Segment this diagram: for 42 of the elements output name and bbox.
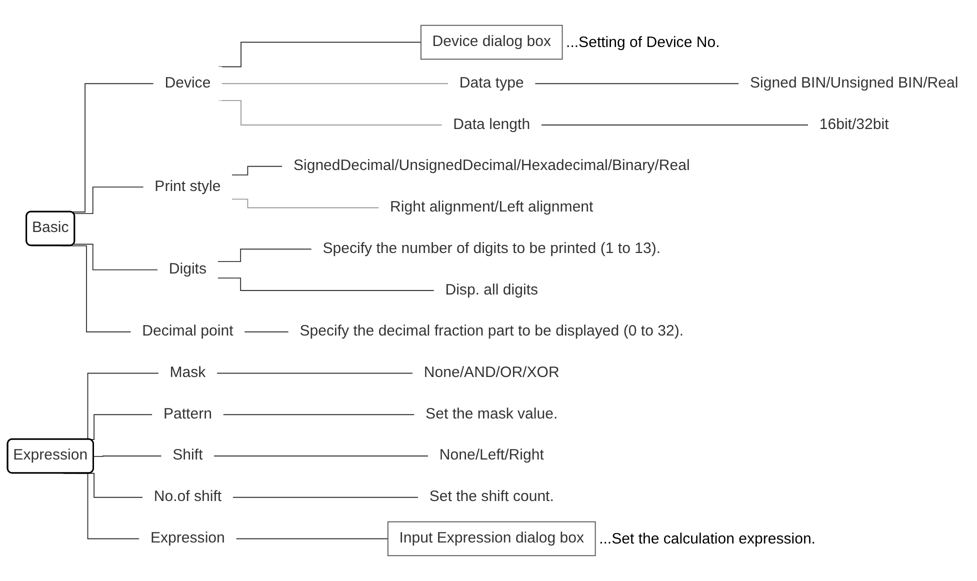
connector [534, 83, 740, 84]
node-text: SignedDecimal/UnsignedDecimal/Hexadecimal/Binary/Real [293, 158, 690, 174]
node-text: Signed BIN/Unsigned BIN/Real [750, 75, 958, 92]
connector [217, 248, 312, 262]
node-text: None/Left/Right [439, 448, 544, 464]
node-text: Disp. all digits [445, 282, 538, 298]
node-box: Input Expression dialog box [387, 521, 596, 556]
node-text: None/AND/OR/XOR [424, 364, 560, 381]
node-text: Data length [453, 116, 530, 133]
node-text: Expression [150, 530, 225, 546]
node-text: Device [164, 75, 211, 92]
node-text: Digits [168, 261, 207, 278]
connector [216, 372, 414, 374]
connector [218, 42, 422, 68]
connector [73, 186, 144, 214]
node-text: Decimal point [142, 323, 234, 340]
node-text: Set the mask value. [426, 406, 558, 422]
connector [232, 166, 283, 176]
connector [232, 496, 418, 498]
connector [244, 331, 289, 332]
node-text: Set the shift count. [429, 488, 554, 505]
node-text: Specify the decimal fraction part to be displayed (0 to 32). [300, 323, 684, 340]
node-text: Right alignment/Left alignment [390, 199, 594, 216]
node-text: Data type [459, 75, 524, 92]
node-text: Pattern [163, 406, 212, 422]
node-text: Specify the number of digits to be printed (1 to 13). [322, 240, 661, 257]
node-text: Mask [170, 364, 206, 381]
node-text: 16bit/32bit [819, 116, 889, 133]
connector [222, 414, 415, 416]
node-text: Print style [154, 178, 221, 195]
node-note: ...Set the calculation expression. [599, 530, 816, 548]
connector [232, 198, 380, 208]
connector [236, 538, 388, 540]
node-box: Device dialog box [420, 24, 563, 60]
connector [73, 244, 158, 270]
node-text: Shift [172, 448, 203, 464]
connector [222, 83, 449, 84]
node-note: ...Setting of Device No. [566, 34, 720, 51]
connector [93, 456, 162, 457]
connector [540, 124, 809, 126]
node-text: No.of shift [154, 488, 222, 505]
connector [217, 278, 434, 291]
